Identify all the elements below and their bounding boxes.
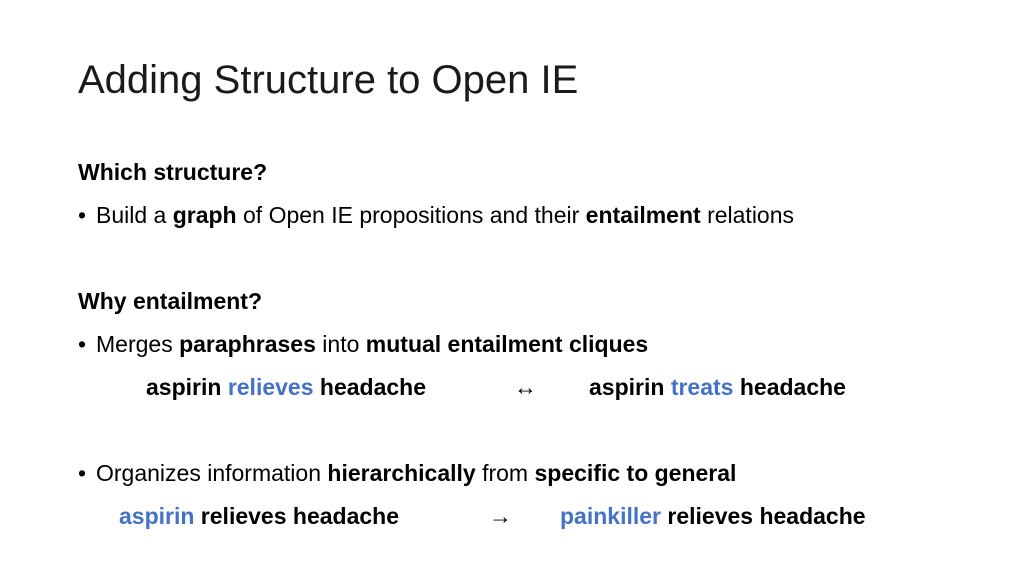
bullet-text: into: [315, 331, 366, 357]
bullet-icon: •: [78, 331, 87, 357]
highlight-verb-relieves: relieves: [227, 374, 314, 400]
example-text: aspirin: [589, 374, 671, 400]
example-text: headache: [733, 374, 846, 400]
right-arrow-icon: →: [489, 503, 512, 529]
example-text: relieves headache: [194, 503, 399, 529]
slide-title: Adding Structure to Open IE: [78, 58, 579, 102]
bold-term-hierarchically: hierarchically: [327, 460, 476, 486]
bold-term-entailment: entailment: [585, 202, 701, 228]
highlight-verb-treats: treats: [670, 374, 734, 400]
example-left-paraphrase: aspirin relieves headache: [146, 373, 426, 401]
example-text: headache: [313, 374, 427, 400]
bold-term-paraphrases: paraphrases: [179, 331, 316, 357]
bullet-text: Merges: [96, 331, 180, 357]
bullet-build-graph: • Build a graph of Open IE propositions a…: [78, 201, 794, 229]
section-heading-why-entailment: Why entailment?: [78, 288, 263, 314]
bullet-text: from: [475, 460, 535, 486]
example-specific: aspirin relieves headache: [119, 502, 399, 530]
bullet-organizes-information: • Organizes information hierarchically fr…: [78, 459, 736, 487]
example-general: painkiller relieves headache: [560, 502, 866, 530]
bullet-text: relations: [700, 202, 795, 228]
example-text: relieves headache: [660, 503, 866, 529]
bullet-icon: •: [78, 460, 87, 486]
bold-term-mutual-entailment-cliques: mutual entailment cliques: [365, 331, 649, 357]
bold-term-specific-to-general: specific to general: [534, 460, 737, 486]
example-text: aspirin: [146, 374, 228, 400]
example-right-paraphrase: aspirin treats headache: [589, 373, 846, 401]
bullet-merges-paraphrases: • Merges paraphrases into mutual entailme…: [78, 330, 648, 358]
bullet-text: of Open IE propositions and their: [236, 202, 586, 228]
section-heading-which-structure: Which structure?: [78, 159, 268, 185]
highlight-subject-painkiller: painkiller: [560, 503, 661, 529]
bullet-text: Organizes information: [96, 460, 328, 486]
bullet-text: Build a: [96, 202, 173, 228]
bullet-icon: •: [78, 202, 87, 228]
highlight-subject-aspirin: aspirin: [119, 503, 195, 529]
bold-term-graph: graph: [172, 202, 237, 228]
bidirectional-arrow-icon: ↔: [514, 374, 537, 400]
